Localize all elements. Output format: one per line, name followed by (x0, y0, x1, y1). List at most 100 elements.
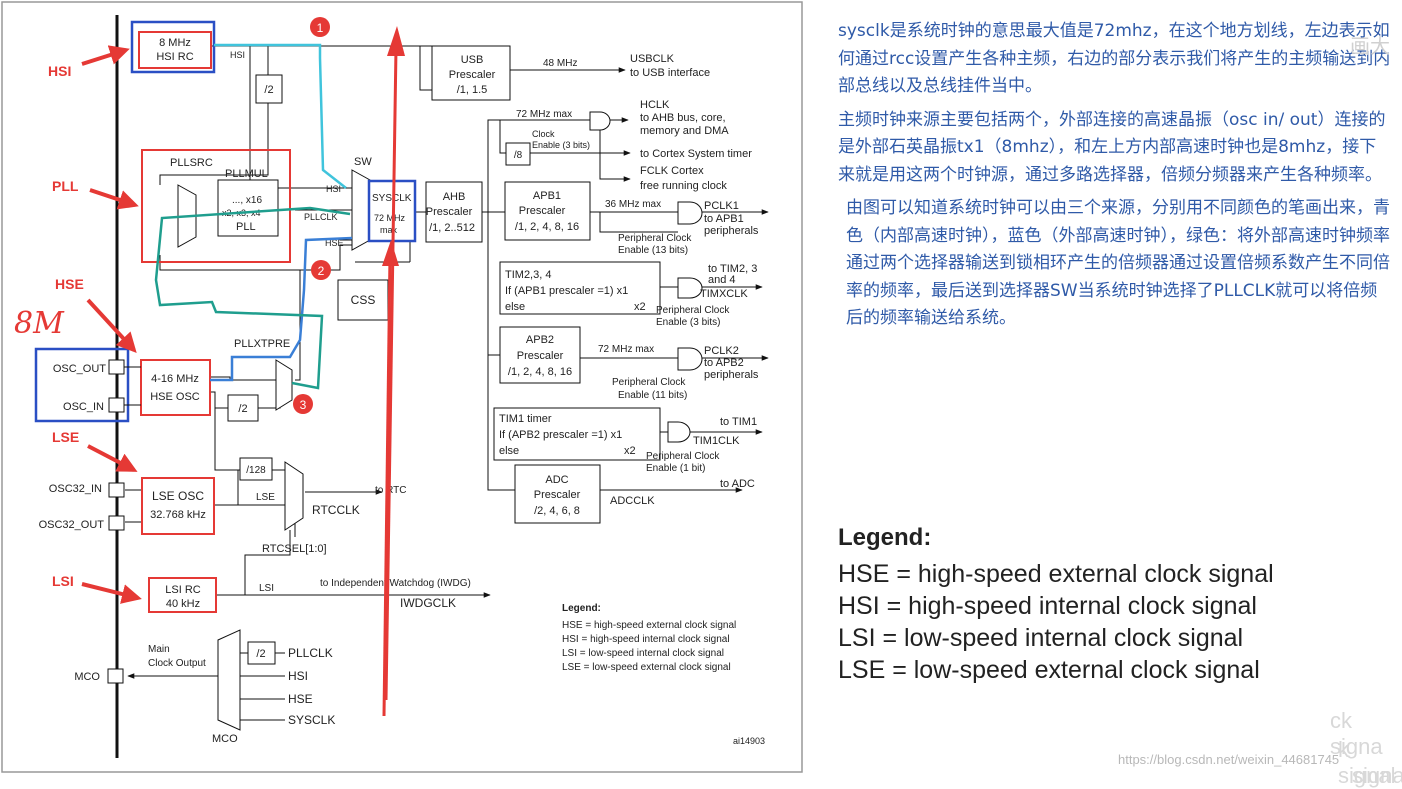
fclk-label-2: free running clock (640, 180, 727, 192)
pclk1-label: PCLK1 (704, 200, 739, 212)
osc-in-label: OSC_IN (63, 401, 104, 413)
figure-id: ai14903 (733, 736, 765, 746)
sw-label: SW (354, 156, 372, 168)
watermark-csdn: https://blog.csdn.net/weixin_44681745 (1118, 752, 1340, 767)
hsi-red-arrow (81, 45, 130, 66)
sw-pllclk-label: PLLCLK (304, 212, 338, 222)
marker-3 (293, 394, 313, 414)
apb1-title-3: /1, 2, 4, 8, 16 (515, 221, 579, 233)
sysclk-max-1: 72 MHz (374, 213, 406, 223)
pclk2-desc-1: to APB2 (704, 357, 744, 369)
timx-gate (677, 277, 703, 299)
css-box (337, 279, 389, 321)
tim234-cond: If (APB1 prescaler =1) x1 (505, 285, 628, 297)
apb2-max: 72 MHz max (598, 344, 654, 355)
adc-out: to ADC (720, 478, 755, 490)
pclk2-label: PCLK2 (704, 345, 739, 357)
sw-hsi-label: HSI (326, 184, 341, 194)
pll-path-green (154, 206, 351, 390)
div128-box (239, 457, 273, 481)
apb2-title-3: /1, 2, 4, 8, 16 (508, 366, 572, 378)
rtcsel-mux (284, 461, 304, 531)
usb-prescaler-box (431, 45, 511, 101)
lsi-side-label: LSI (52, 573, 74, 589)
hclk-desc-1: to AHB bus, core, (640, 112, 726, 124)
lse-wire-label: LSE (256, 492, 275, 503)
ahb-clock-enable-1: Clock (532, 129, 555, 139)
usb-freq: 48 MHz (543, 58, 577, 69)
lse-osc-line2: 32.768 kHz (150, 509, 206, 521)
apb1-title-2: Prescaler (519, 205, 566, 217)
legend-lse: LSE = low-speed external clock signal (838, 656, 1260, 684)
mco-mux (217, 629, 241, 731)
pclk1-desc-2: peripherals (704, 225, 759, 237)
pllmul-box (217, 179, 279, 237)
tim1-box (493, 407, 661, 461)
legend-hse: HSE = high-speed external clock signal (838, 560, 1274, 588)
rtc-out: to RTC (375, 485, 407, 496)
hsi-rc-line2: HSI RC (156, 51, 193, 63)
hclk-gate (589, 111, 611, 131)
div128-label: /128 (246, 465, 266, 476)
lse-red-arrow (87, 444, 138, 472)
apb1-max: 36 MHz max (605, 199, 661, 210)
iwdg-out: to Independent Watchdog (IWDG) (320, 578, 471, 589)
hse-div2-label: /2 (238, 403, 247, 415)
pll-red-arrow (89, 188, 139, 210)
pll-highlight (141, 149, 291, 263)
cortex-div8 (505, 142, 531, 166)
osc-out-pin (108, 359, 125, 375)
hsi-wire-label: HSI (230, 50, 245, 60)
hse-path-blue (210, 236, 353, 382)
adc-prescaler-box (514, 464, 601, 524)
rtcclk-label: RTCCLK (312, 503, 360, 517)
osc32-out-pin (108, 515, 125, 531)
marker-1-label: 1 (317, 21, 324, 35)
css-label: CSS (351, 293, 376, 307)
apb2-enable-2: Enable (11 bits) (618, 390, 687, 401)
lse-osc-line1: LSE OSC (152, 489, 204, 503)
usb-out-label: to USB interface (630, 67, 710, 79)
mco-pin-label: MCO (74, 671, 100, 683)
hclk-desc-2: memory and DMA (640, 125, 729, 137)
legend-enlarged: Legend: HSE = high-speed external clock … (838, 524, 1338, 686)
usb-title-3: /1, 1.5 (457, 84, 488, 96)
tim1clk-label: TIM1CLK (693, 435, 740, 447)
note-1: sysclk是系统时钟的意思最大值是72mhz，在这个地方划线，左边表示如何通过… (838, 21, 1391, 96)
apb1-prescaler-box (504, 181, 591, 241)
pllxtpre-mux (275, 359, 293, 411)
apb1-enable-2: Enable (13 bits) (618, 245, 688, 256)
tim1-out: to TIM1 (720, 416, 757, 428)
handwritten-8m: 8M (14, 306, 65, 341)
fclk-label-1: FCLK Cortex (640, 165, 704, 177)
osc32-out-label: OSC32_OUT (39, 519, 105, 531)
tim234-x2: x2 (634, 301, 646, 313)
apb1-title-1: APB1 (533, 190, 561, 202)
ahb-title-2: Prescaler (426, 206, 473, 218)
hsi-div2-label: /2 (264, 84, 273, 96)
pllmul-label: PLLMUL (225, 168, 268, 180)
tim234-box (499, 261, 661, 315)
osc-pins-highlight (34, 347, 130, 423)
tim234-out-2: and 4 (708, 274, 736, 286)
usb-title-2: Prescaler (449, 69, 496, 81)
mco-div2 (247, 641, 276, 665)
tim234-else: else (505, 301, 525, 313)
adc-title-2: Prescaler (534, 489, 581, 501)
usb-title-1: USB (461, 54, 484, 66)
apb2-title-1: APB2 (526, 334, 554, 346)
mco-input-hsi: HSI (288, 669, 308, 683)
watermark-top: 画大 (1350, 36, 1390, 58)
mco-div2-label: /2 (256, 648, 265, 660)
pll-side-label: PLL (52, 178, 79, 194)
tim1-gate (667, 421, 691, 443)
diagram-legend-lse: LSE = low-speed external clock signal (562, 662, 731, 673)
tim1-cond: If (APB2 prescaler =1) x1 (499, 429, 622, 441)
watermark-ghost-1: ck signa (1330, 708, 1383, 759)
lsi-wire-label: LSI (259, 583, 274, 594)
diagram-legend-hse: HSE = high-speed external clock signal (562, 620, 736, 631)
pllsrc-label: PLLSRC (170, 157, 213, 169)
pllmul-values-1: ..., x16 (232, 195, 262, 206)
mco-title-1: Main (148, 644, 170, 655)
note-2: 主频时钟来源主要包括两个，外部连接的高速晶振（osc in/ out）连接的是外… (838, 109, 1386, 185)
